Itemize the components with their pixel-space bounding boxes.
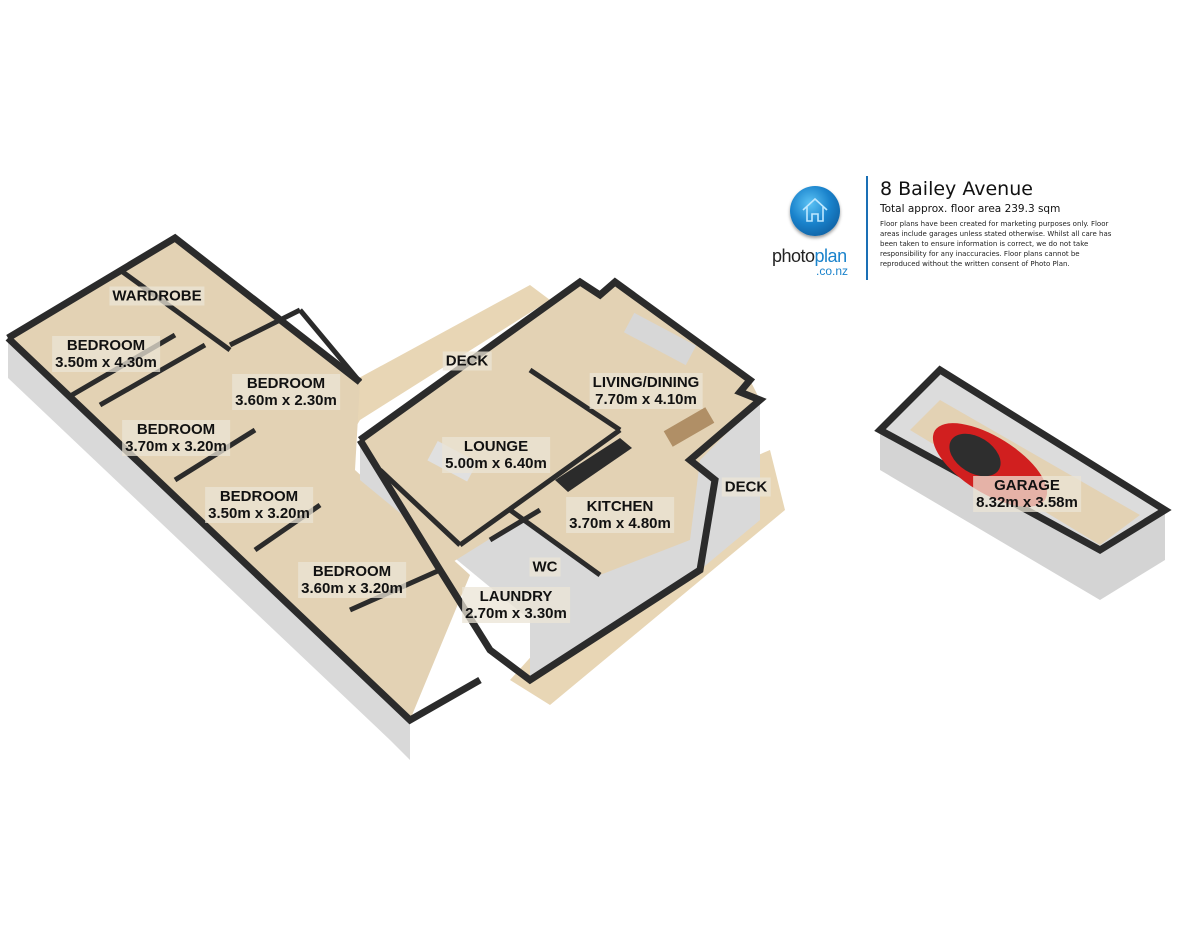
room-label-wardrobe: WARDROBE xyxy=(109,286,205,306)
property-address: 8 Bailey Avenue xyxy=(880,178,1033,200)
house-icon xyxy=(790,186,840,236)
disclaimer: Floor plans have been created for market… xyxy=(880,220,1112,268)
room-label-deck-rear: DECK xyxy=(442,351,492,371)
room-label-wc: WC xyxy=(529,557,561,577)
sofa xyxy=(623,312,697,366)
divider xyxy=(866,176,868,280)
brand-domain: .co.nz xyxy=(816,264,849,278)
living-interior-walls xyxy=(378,367,622,578)
kitchen-bench xyxy=(555,438,632,492)
deck-rear xyxy=(300,285,550,470)
living-block-wall xyxy=(357,277,767,685)
bedroom-wing-side xyxy=(8,338,410,760)
brand-logo-text: photoplan xyxy=(772,246,847,266)
bedroom-wing-outer-wall xyxy=(5,335,482,725)
brand-header: photoplan .co.nz 8 Bailey Avenue Total a… xyxy=(770,176,1120,280)
bedroom-wing-wall xyxy=(6,233,363,385)
dining-table xyxy=(663,407,715,447)
floor-area: Total approx. floor area 239.3 sqm xyxy=(880,203,1061,215)
car-roof xyxy=(949,433,1001,477)
room-label-deck-front: DECK xyxy=(721,477,771,497)
